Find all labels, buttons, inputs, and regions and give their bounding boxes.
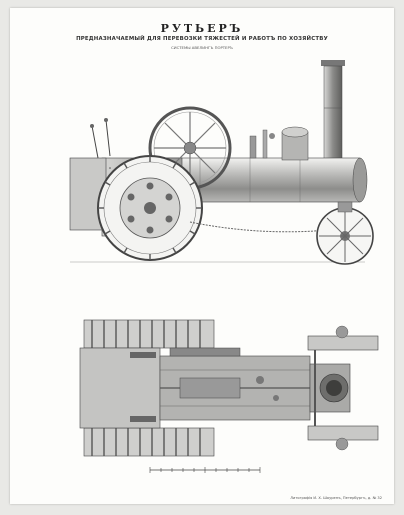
chassis-plan: [79, 347, 311, 429]
plate-subsubtitle: СИСТЕМЫ АВЕЛИНГЪ ПОРТЕРЪ: [171, 45, 233, 50]
side-elevation: [69, 60, 374, 265]
front-wheel: [316, 201, 374, 265]
engine-drawings: [69, 60, 379, 473]
smokebox-plan: [309, 363, 351, 413]
front-axle-plan: [307, 325, 379, 451]
engraving-sheet: РУТЬЕРЪ ПРЕДНАЗНАЧАЕМЫЙ ДЛЯ ПЕРЕВОЗКИ ТЯ…: [10, 8, 394, 504]
plate-title: РУТЬЕРЪ: [160, 22, 244, 35]
chimney: [321, 60, 345, 165]
scale-bar: [149, 467, 261, 473]
rear-driving-wheel: [97, 155, 203, 261]
plate-subtitle: ПРЕДНАЗНАЧАЕМЫЙ ДЛЯ ПЕРЕВОЗКИ ТЯЖЕСТЕЙ И…: [76, 36, 328, 42]
rear-wheel-treads: [83, 319, 215, 457]
plan-view: [79, 319, 379, 457]
lithographer-credit: Литографія И. Х. Шоуренъ, Петербургъ, д.…: [290, 496, 382, 500]
